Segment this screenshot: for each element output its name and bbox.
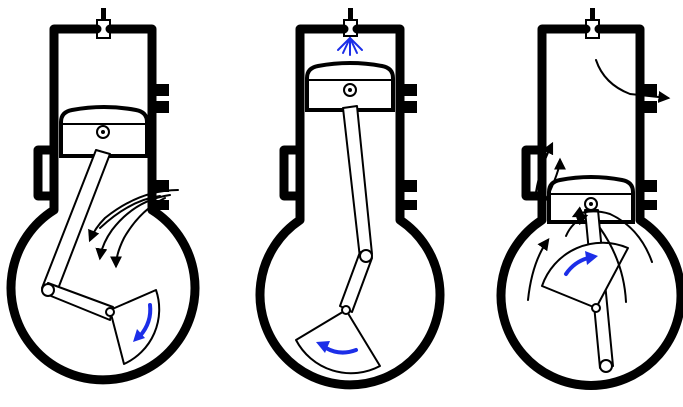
piston-icon (307, 63, 393, 110)
crank-pin (342, 306, 350, 314)
panel-1 (11, 8, 195, 380)
rod-pin (600, 360, 612, 372)
piston-icon (61, 107, 147, 156)
spark-plug-icon (586, 8, 599, 38)
rod-pin (360, 250, 372, 262)
crank-pin (592, 304, 600, 312)
crank-sector-icon (110, 290, 159, 364)
crank-arm (48, 283, 113, 320)
rod-pin (42, 284, 54, 296)
panel-2 (260, 8, 440, 385)
crank-sector-icon (296, 310, 380, 373)
panel-3 (501, 8, 681, 385)
crank-pin (106, 308, 114, 316)
spark-plug-icon (97, 8, 110, 38)
flow-arrow-icon (596, 60, 668, 98)
connecting-rod-icon (343, 106, 372, 258)
